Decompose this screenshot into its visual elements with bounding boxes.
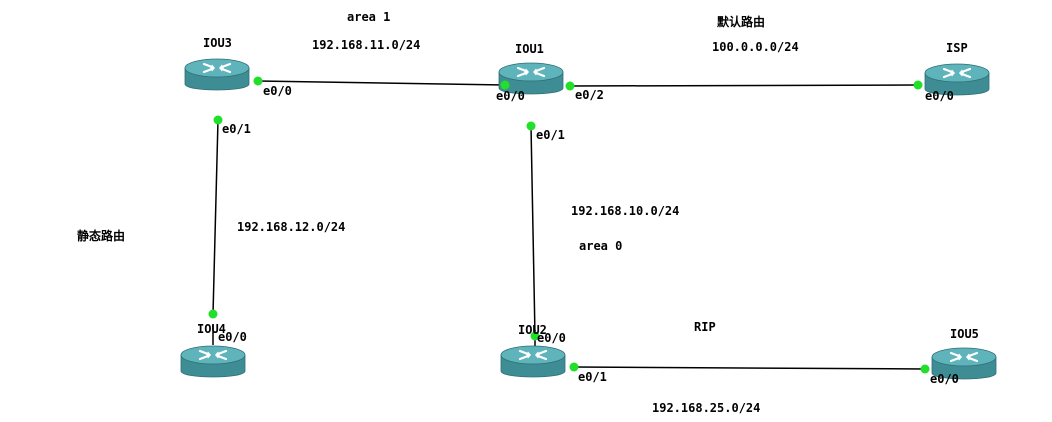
router-icon <box>499 344 567 379</box>
port-label-iou2-e0-0: e0/0 <box>537 331 566 345</box>
port-dot-iou3-e0-0[interactable] <box>253 76 263 86</box>
port-label-iou4-e0-0: e0/0 <box>218 330 247 344</box>
link-iou2-iou5[interactable] <box>573 366 926 370</box>
subnet-192-168-11-label: 192.168.11.0/24 <box>312 38 420 52</box>
static-route-label: 静态路由 <box>77 228 125 243</box>
subnet-192-168-12-label: 192.168.12.0/24 <box>237 220 345 234</box>
subnet-192-168-10-label: 192.168.10.0/24 <box>571 204 679 218</box>
router-label-iou4: IOU4 <box>197 322 226 336</box>
port-label-isp-e0-0: e0/0 <box>925 89 954 103</box>
port-label-iou1-e0-2: e0/2 <box>575 88 604 102</box>
router-iou3[interactable] <box>183 57 251 92</box>
port-dot-iou3-e0-1[interactable] <box>213 115 223 125</box>
router-label-isp: ISP <box>946 41 968 55</box>
router-label-iou1: IOU1 <box>515 42 544 56</box>
router-icon <box>183 57 251 92</box>
link-iou3-iou1[interactable] <box>257 80 506 86</box>
port-dot-iou5-e0-0[interactable] <box>920 364 930 374</box>
area-0-label: area 0 <box>579 239 622 253</box>
link-iou1-iou2[interactable] <box>530 125 536 337</box>
port-label-iou2-e0-1: e0/1 <box>578 370 607 384</box>
link-iou3-iou4[interactable] <box>212 119 219 315</box>
port-label-iou3-e0-0: e0/0 <box>263 84 292 98</box>
port-dot-iou1-e0-1[interactable] <box>526 121 536 131</box>
subnet-192-168-25-label: 192.168.25.0/24 <box>652 401 760 415</box>
router-iou2[interactable] <box>499 344 567 379</box>
port-label-iou1-e0-1: e0/1 <box>536 128 565 142</box>
rip-label: RIP <box>694 320 716 334</box>
subnet-100-0-0-label: 100.0.0.0/24 <box>712 40 799 54</box>
router-label-iou5: IOU5 <box>950 327 979 341</box>
router-label-iou2: IOU2 <box>518 323 547 337</box>
router-icon <box>179 344 247 379</box>
default-route-label: 默认路由 <box>717 14 765 29</box>
router-label-iou3: IOU3 <box>203 36 232 50</box>
port-label-iou5-e0-0: e0/0 <box>930 372 959 386</box>
port-label-iou3-e0-1: e0/1 <box>222 122 251 136</box>
router-iou4[interactable] <box>179 344 247 379</box>
port-dot-iou2-e0-0[interactable] <box>530 331 540 341</box>
port-dot-isp-e0-0[interactable] <box>913 80 923 90</box>
port-dot-iou1-e0-0[interactable] <box>500 80 510 90</box>
port-dot-iou4-e0-0[interactable] <box>208 309 218 319</box>
link-iou1-isp[interactable] <box>569 84 919 87</box>
port-dot-iou1-e0-2[interactable] <box>565 81 575 91</box>
area-1-label: area 1 <box>347 10 390 24</box>
port-dot-iou2-e0-1[interactable] <box>569 362 579 372</box>
port-label-iou1-e0-0: e0/0 <box>496 89 525 103</box>
